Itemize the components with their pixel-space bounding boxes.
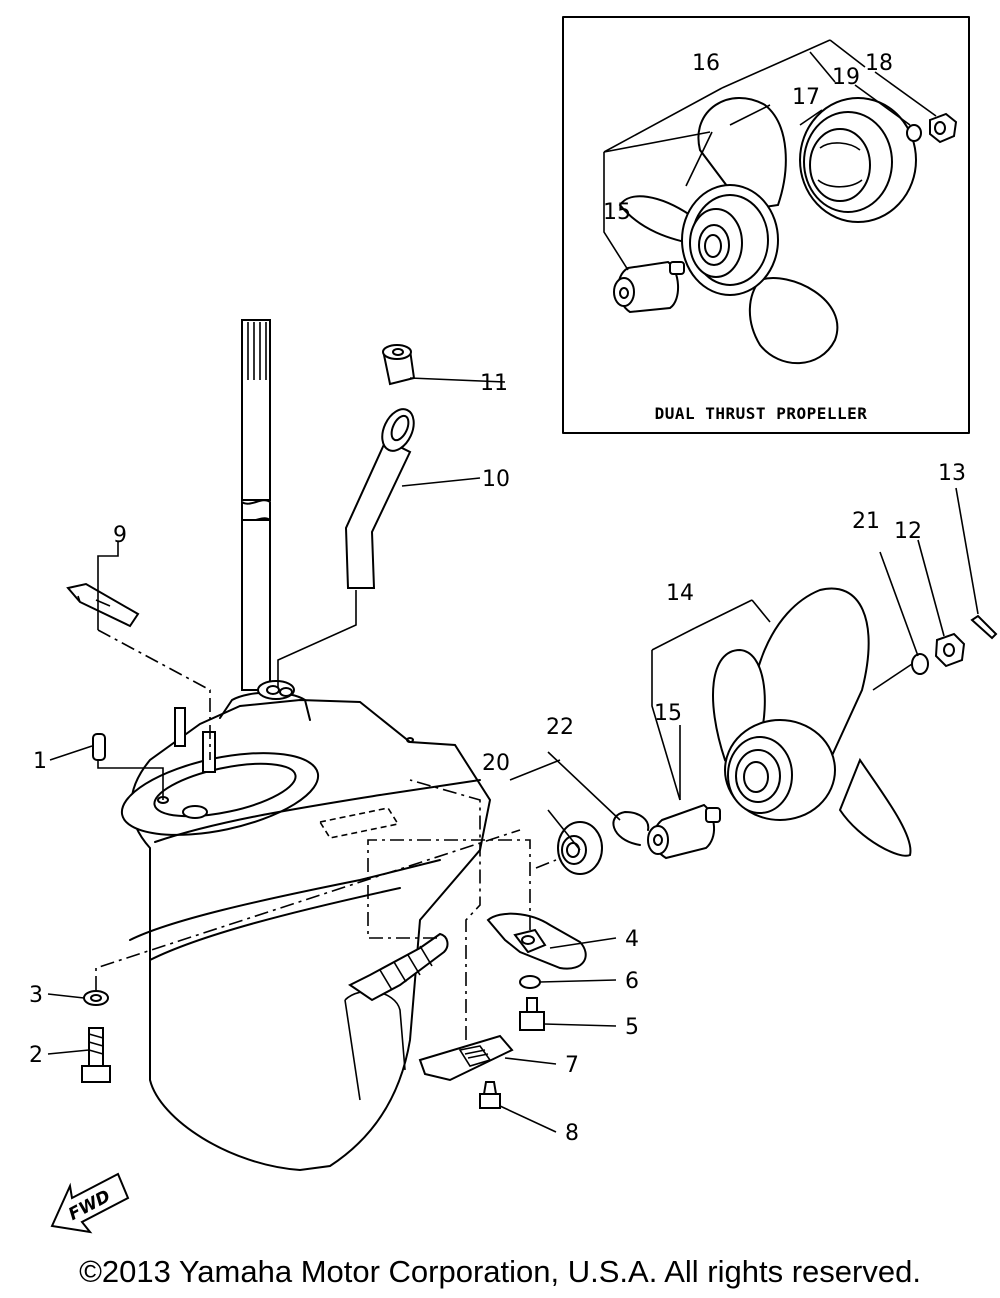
inset-leaders — [603, 39, 937, 271]
propeller — [712, 587, 912, 857]
callout-11: 11 — [480, 371, 508, 396]
drive-shaft — [241, 319, 271, 691]
dual-thrust-inset: DUAL THRUST PROPELLER — [562, 16, 970, 434]
callout-2: 2 — [29, 1043, 43, 1068]
circlip — [612, 811, 650, 846]
callout-18: 18 — [865, 51, 893, 76]
callouts: 1 2 3 4 5 6 7 8 9 10 11 12 13 14 15 20 2… — [29, 371, 966, 1146]
callout-12: 12 — [894, 519, 922, 544]
callout-4: 4 — [625, 927, 639, 952]
inset-nut — [929, 112, 958, 144]
inset-title: DUAL THRUST PROPELLER — [655, 404, 868, 423]
callout-7: 7 — [565, 1053, 579, 1078]
washer-3 — [83, 990, 109, 1006]
inset-diffuser-ring — [799, 97, 917, 223]
callout-19: 19 — [832, 65, 860, 90]
callout-10: 10 — [482, 467, 510, 492]
bolt-2 — [81, 1027, 111, 1083]
washer-21 — [911, 653, 929, 675]
callout-15-inset: 15 — [603, 200, 631, 225]
inset-frame — [562, 16, 970, 434]
callout-5: 5 — [625, 1015, 639, 1040]
callout-3: 3 — [29, 983, 43, 1008]
callout-21: 21 — [852, 509, 880, 534]
callout-22: 22 — [546, 715, 574, 740]
dowel-pin — [92, 733, 106, 761]
grommet — [382, 344, 416, 386]
screw-8 — [479, 1081, 501, 1109]
spacer — [647, 803, 721, 860]
callout-1: 1 — [33, 749, 47, 774]
cotter-pin — [970, 614, 998, 640]
inset-washer — [906, 124, 922, 142]
bolt-5 — [519, 997, 545, 1031]
lower-casing — [120, 680, 492, 1172]
plate — [66, 582, 140, 628]
inset-propeller — [618, 96, 839, 365]
callout-17: 17 — [792, 85, 820, 110]
callout-9: 9 — [113, 523, 127, 548]
propeller-nut — [934, 632, 966, 668]
callout-20: 20 — [482, 751, 510, 776]
callout-6: 6 — [625, 969, 639, 994]
leader-lines — [47, 377, 979, 1133]
anode — [486, 912, 587, 970]
copyright-notice: ©2013 Yamaha Motor Corporation, U.S.A. A… — [79, 1254, 921, 1289]
thrust-washer — [557, 821, 603, 875]
trim-plate — [418, 1034, 514, 1082]
inset-spacer — [613, 260, 685, 314]
callout-16: 16 — [692, 51, 720, 76]
callout-14: 14 — [666, 581, 694, 606]
callout-8: 8 — [565, 1121, 579, 1146]
fwd-arrow-icon: FWD — [50, 1172, 130, 1234]
callout-13: 13 — [938, 461, 966, 486]
water-tube — [344, 408, 415, 589]
washer-6 — [519, 975, 541, 989]
callout-15: 15 — [654, 701, 682, 726]
